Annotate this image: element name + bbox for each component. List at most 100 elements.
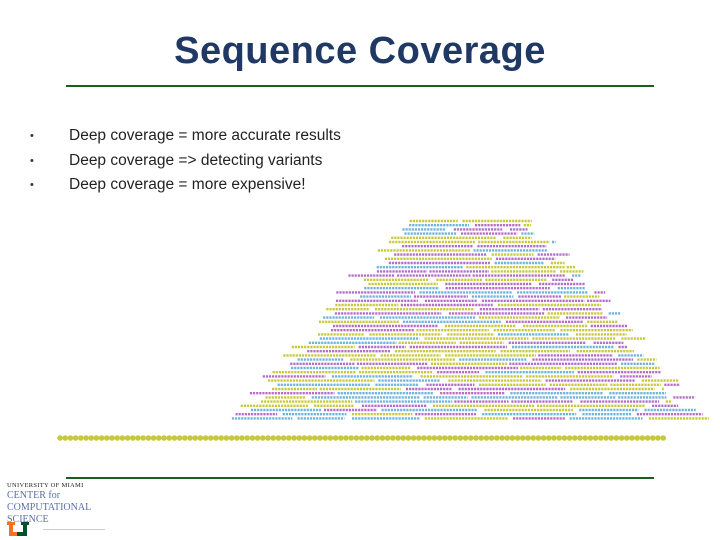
- reference-base: [130, 435, 136, 441]
- reference-base: [618, 435, 625, 441]
- reference-base: [176, 435, 183, 441]
- reference-base: [598, 435, 604, 441]
- reference-base: [561, 435, 568, 441]
- reference-base: [156, 435, 162, 441]
- reference-base: [608, 435, 614, 441]
- reference-base: [520, 435, 526, 441]
- reference-base: [494, 435, 500, 441]
- reference-base: [436, 435, 443, 441]
- reference-base: [624, 435, 630, 441]
- reference-base: [171, 435, 178, 441]
- bullet-text: Deep coverage = more expensive!: [69, 176, 306, 193]
- reference-base: [145, 435, 152, 441]
- reference-base: [208, 435, 214, 441]
- reference-base: [400, 435, 407, 441]
- reference-base: [405, 435, 412, 441]
- reference-base: [452, 435, 459, 441]
- reference-base: [62, 435, 68, 441]
- reference-base: [348, 435, 355, 441]
- bullet-marker: •: [30, 130, 34, 142]
- reference-base: [390, 435, 396, 441]
- reference-base: [546, 435, 552, 441]
- reference-base: [88, 435, 94, 441]
- reference-base: [57, 435, 63, 441]
- reference-base: [644, 435, 651, 441]
- reference-base: [140, 435, 146, 441]
- reference-base: [577, 435, 583, 441]
- reference-base: [379, 435, 386, 441]
- bullet-marker: •: [30, 179, 34, 191]
- u-logo-icon: [7, 522, 29, 536]
- reference-base: [353, 435, 360, 441]
- reference-base: [280, 435, 287, 441]
- logo-center-line: SCIENCE: [7, 514, 49, 525]
- reference-base: [254, 435, 261, 441]
- reference-base: [374, 435, 381, 441]
- reference-base: [514, 435, 521, 441]
- reference-base: [223, 435, 230, 441]
- reference-base: [317, 435, 323, 441]
- reference-base: [124, 435, 131, 441]
- reference-base: [639, 435, 646, 441]
- reference-base: [239, 435, 245, 441]
- reference-base: [296, 435, 303, 441]
- reference-base: [499, 435, 505, 441]
- bullet-item: • Deep coverage = more accurate results: [30, 124, 341, 149]
- reference-base: [327, 435, 334, 441]
- reference-base: [582, 435, 588, 441]
- reference-base: [291, 435, 297, 441]
- reference-base: [488, 435, 495, 441]
- reference-base: [218, 435, 224, 441]
- logo-center-line: CENTER for: [7, 490, 61, 501]
- reference-base: [431, 435, 438, 441]
- reference-base: [301, 435, 308, 441]
- logo-underline: [43, 529, 105, 530]
- reference-base: [275, 435, 282, 441]
- reference-base: [592, 435, 599, 441]
- reference-base: [556, 435, 562, 441]
- reference-base: [343, 435, 349, 441]
- reference-base: [634, 435, 640, 441]
- reference-base: [442, 435, 448, 441]
- reference-base: [410, 435, 417, 441]
- reference-base: [426, 435, 433, 441]
- reference-base: [332, 435, 339, 441]
- reference-base: [483, 435, 490, 441]
- reference-base: [660, 435, 666, 441]
- reference-base: [150, 435, 157, 441]
- bullet-item: • Deep coverage = more expensive!: [30, 173, 341, 198]
- reference-base: [447, 435, 453, 441]
- reference-base: [650, 435, 656, 441]
- reference-base: [358, 435, 365, 441]
- reference-base: [384, 435, 391, 441]
- reference-base: [603, 435, 609, 441]
- reference-base: [322, 435, 329, 441]
- reference-base: [93, 435, 100, 441]
- reference-base: [104, 435, 110, 441]
- logo-university-text: UNIVERSITY OF MIAMI: [7, 482, 84, 489]
- reference-base: [395, 435, 401, 441]
- reference-base: [572, 435, 578, 441]
- reference-base: [182, 435, 188, 441]
- reference-base: [286, 435, 292, 441]
- reference-base: [468, 435, 474, 441]
- reference-base: [613, 435, 620, 441]
- reference-base: [566, 435, 573, 441]
- reference-base: [421, 435, 427, 441]
- reference-base: [338, 435, 344, 441]
- reference-base: [629, 435, 635, 441]
- reference-base: [504, 435, 511, 441]
- university-logo: UNIVERSITY OF MIAMI CENTER for COMPUTATI…: [7, 482, 105, 538]
- reference-base: [197, 435, 204, 441]
- reference-base: [192, 435, 198, 441]
- reference-base: [161, 435, 167, 441]
- reference-base: [260, 435, 266, 441]
- reference-base: [166, 435, 172, 441]
- reference-base: [530, 435, 536, 441]
- reference-base: [587, 435, 594, 441]
- reference-base: [540, 435, 547, 441]
- logo-center-line: COMPUTATIONAL: [7, 502, 92, 513]
- reference-base: [78, 435, 84, 441]
- reference-base: [213, 435, 219, 441]
- bullet-text: Deep coverage => detecting variants: [69, 151, 323, 169]
